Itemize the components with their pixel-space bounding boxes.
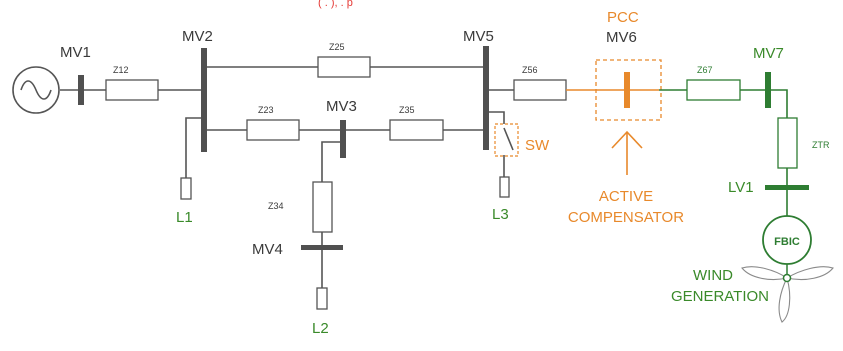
label-l2: L2 (312, 320, 329, 337)
impedance-z12 (105, 79, 159, 101)
bus-mv6-bar (624, 72, 630, 108)
label-z12: Z12 (113, 65, 129, 75)
dark-busbars (78, 46, 489, 250)
label-lv1: LV1 (728, 179, 754, 196)
wire-mv3-z34 (321, 141, 343, 182)
label-fbic: FBIC (774, 236, 800, 248)
label-compensator-line1: ACTIVE (599, 188, 653, 205)
bus-mv7-bar (765, 72, 771, 108)
load-labels: L1 L2 L3 (176, 206, 509, 337)
label-l1: L1 (176, 209, 193, 226)
impedance-labels: Z12 Z25 Z23 Z35 Z34 Z56 (113, 42, 538, 211)
label-z25: Z25 (329, 42, 345, 52)
bus-mv1-bar (78, 75, 84, 105)
load-l2-symbol (316, 287, 328, 310)
label-ztr: ZTR (812, 140, 830, 150)
wire-mv7-ztr (768, 89, 788, 118)
label-z35: Z35 (399, 105, 415, 115)
label-z67: Z67 (697, 65, 713, 75)
compensator-arrow-head (611, 130, 643, 149)
wire-mv5-sw (486, 111, 505, 124)
green-wires (659, 89, 788, 216)
load-l3-symbol (499, 176, 510, 198)
compensator-labels: ACTIVE COMPENSATOR (568, 188, 684, 226)
label-mv4: MV4 (252, 241, 283, 258)
label-wind-line2: GENERATION (671, 288, 769, 305)
label-wind-line1: WIND (693, 267, 733, 284)
green-impedances (686, 79, 798, 169)
label-pcc: PCC (607, 9, 639, 26)
label-switch: SW (525, 137, 550, 154)
bus-mv3-bar (340, 120, 346, 158)
wind-turbine-icon (741, 264, 834, 323)
switch-frame (494, 123, 519, 157)
label-z56: Z56 (522, 65, 538, 75)
dark-impedances (105, 56, 567, 310)
label-l3: L3 (492, 206, 509, 223)
green-busbars (765, 72, 809, 190)
bus-mv2-bar (201, 48, 207, 152)
green-impedance-labels: Z67 ZTR (697, 65, 830, 150)
bus-lv1-bar (765, 185, 809, 190)
impedance-z25 (317, 56, 371, 78)
orange-wires (566, 89, 659, 175)
impedance-z56 (513, 79, 567, 101)
bus-labels: MV1 MV2 MV3 MV4 MV5 MV6 (60, 28, 637, 258)
bus-mv4-bar (301, 245, 343, 250)
dark-network-wires (60, 66, 514, 288)
fbic-converter-circle (762, 215, 812, 265)
impedance-z35 (389, 119, 444, 141)
label-mv2: MV2 (182, 28, 213, 45)
green-bus-labels: MV7 LV1 (728, 45, 784, 196)
wind-generation-labels: WIND GENERATION (671, 267, 769, 305)
ac-source-icon (12, 66, 60, 114)
label-mv7: MV7 (753, 45, 784, 62)
impedance-ztr (777, 117, 798, 169)
impedance-z23 (246, 119, 300, 141)
load-l1-symbol (180, 177, 192, 200)
label-mv6: MV6 (606, 29, 637, 46)
impedance-z67 (686, 79, 741, 101)
label-z23: Z23 (258, 105, 274, 115)
wire-mv2-l1 (185, 117, 204, 178)
label-mv1: MV1 (60, 44, 91, 61)
label-compensator-line2: COMPENSATOR (568, 209, 684, 226)
label-mv3: MV3 (326, 98, 357, 115)
bus-mv5-bar (483, 46, 489, 150)
impedance-z34 (312, 181, 333, 233)
switch-blade (503, 127, 514, 151)
label-mv5: MV5 (463, 28, 494, 45)
label-z34: Z34 (268, 201, 284, 211)
top-cutoff-text: ( . ), . p (318, 0, 353, 9)
